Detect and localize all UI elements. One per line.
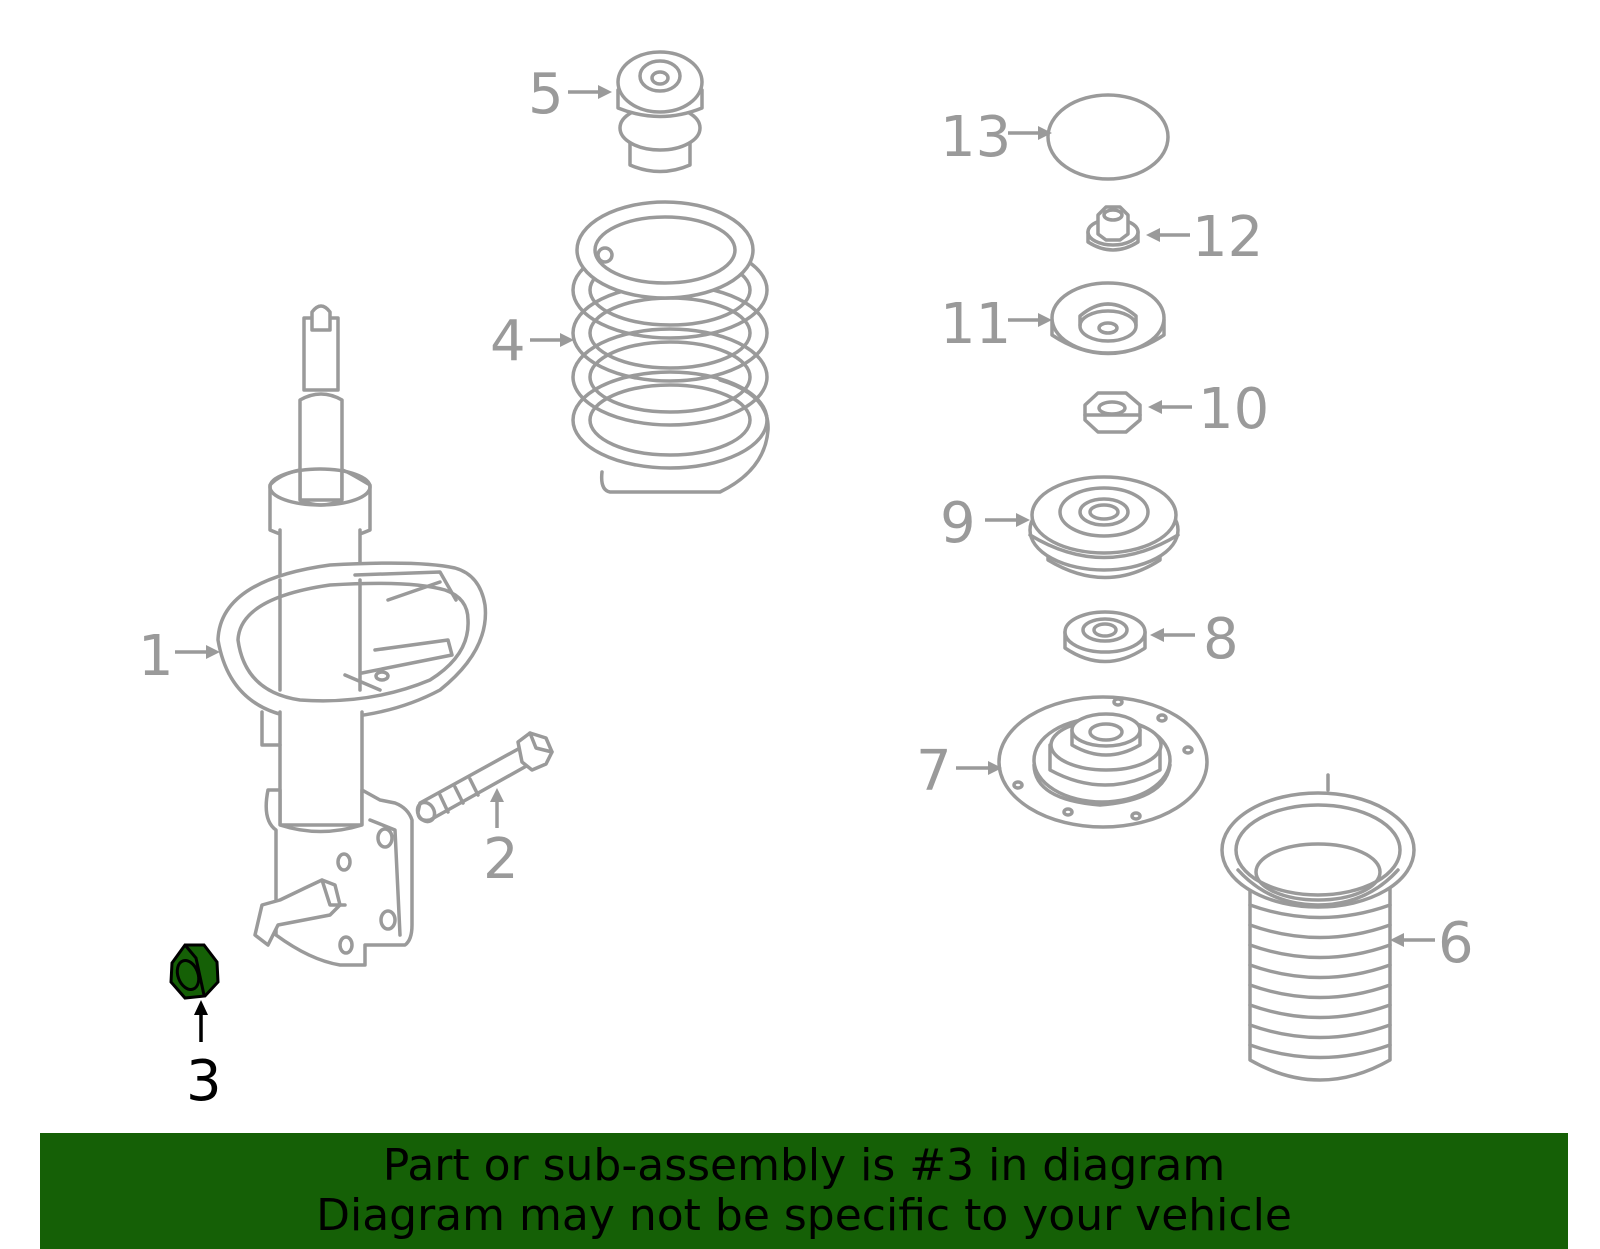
part-5-bump-stop[interactable]	[616, 50, 704, 174]
callout-9: 9	[940, 491, 976, 556]
part-1-strut-assembly[interactable]	[216, 304, 488, 967]
part-9-upper-spring-seat[interactable]	[1028, 475, 1180, 580]
part-3-nut[interactable]	[169, 943, 220, 1000]
callout-11: 11	[940, 292, 1011, 357]
part-7-strut-mount[interactable]	[997, 695, 1209, 829]
callout-6: 6	[1438, 911, 1474, 976]
part-11-washer[interactable]	[1050, 281, 1166, 356]
banner-line-2: Diagram may not be specific to your vehi…	[316, 1190, 1292, 1241]
part-10-nut[interactable]	[1083, 391, 1142, 434]
callout-labels: 1 2 3 4 5 6 7 8 9 10 11 12 13	[138, 62, 1474, 1114]
callout-3: 3	[186, 1049, 222, 1114]
part-8-insulator[interactable]	[1063, 610, 1147, 664]
callout-5: 5	[528, 62, 564, 127]
callout-1: 1	[138, 624, 174, 689]
callout-12: 12	[1192, 205, 1263, 270]
callout-8: 8	[1203, 607, 1239, 672]
callout-13: 13	[940, 105, 1011, 170]
callout-10: 10	[1198, 377, 1269, 442]
callout-4: 4	[490, 309, 526, 374]
callout-arrows	[175, 85, 1435, 1042]
banner-line-1: Part or sub-assembly is #3 in diagram	[382, 1140, 1226, 1191]
callout-2: 2	[483, 827, 519, 892]
part-13-cap[interactable]	[1046, 93, 1170, 181]
callout-7: 7	[916, 739, 952, 804]
part-2-bolt[interactable]	[414, 731, 554, 825]
part-4-coil-spring[interactable]	[571, 200, 770, 494]
part-6-dust-boot[interactable]	[1220, 773, 1416, 1082]
info-banner: Part or sub-assembly is #3 in diagram Di…	[40, 1133, 1568, 1249]
part-12-flange-nut[interactable]	[1086, 205, 1140, 252]
